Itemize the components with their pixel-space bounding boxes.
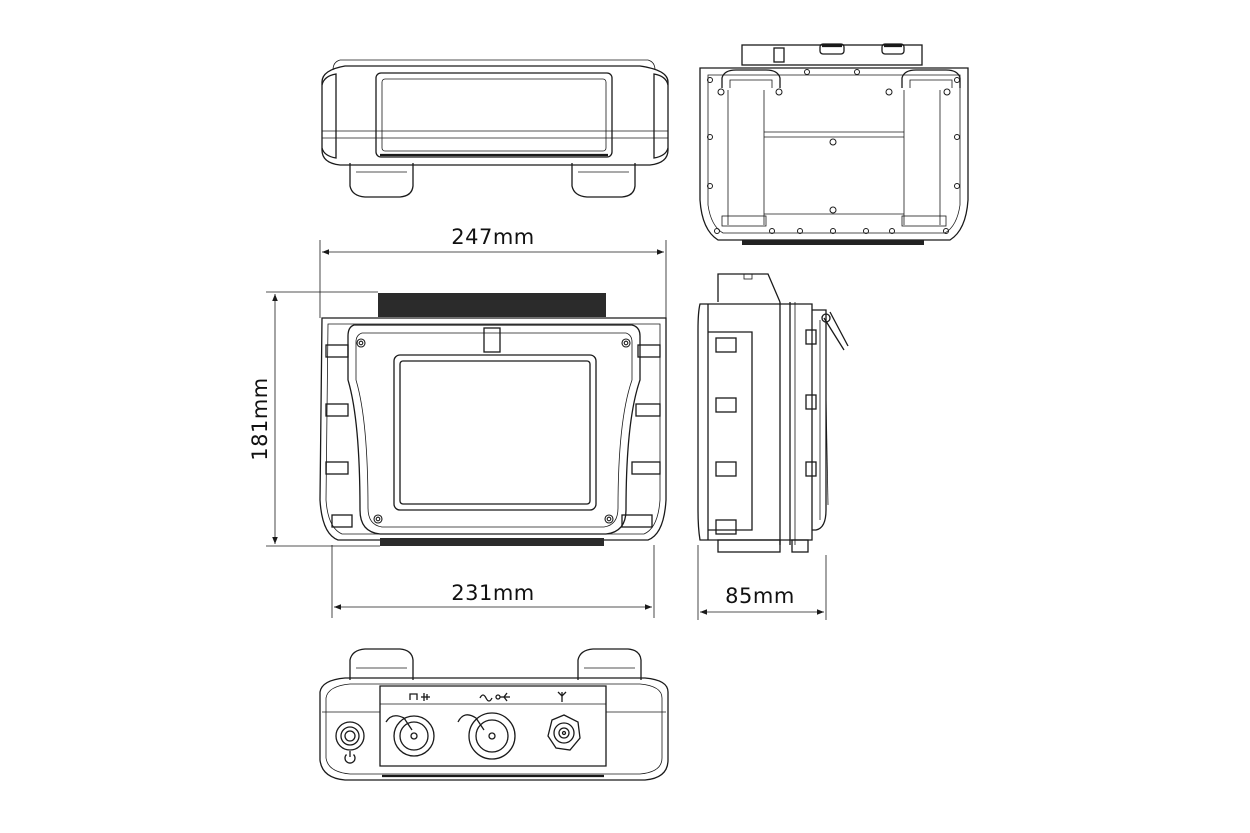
front-view <box>319 293 667 546</box>
probe-connector <box>385 715 435 757</box>
dimension-height: 181mm <box>248 291 380 547</box>
dimension-label-181: 181mm <box>248 377 272 461</box>
dimension-width-outer: 247mm <box>319 225 667 318</box>
antenna-connector-icon <box>557 691 567 702</box>
dimension-label-85: 85mm <box>725 584 795 608</box>
side-view <box>697 273 849 553</box>
power-icon <box>344 751 356 764</box>
bottom-view <box>319 648 669 781</box>
ac-usb-connector-icon <box>479 692 510 702</box>
dimension-depth: 85mm <box>697 545 827 620</box>
side-grip-slots <box>325 344 661 528</box>
top-view <box>321 59 669 198</box>
ac-usb-connector <box>457 712 516 760</box>
back-view <box>699 43 969 245</box>
dimension-label-247: 247mm <box>451 225 535 249</box>
dimension-label-231: 231mm <box>451 581 535 605</box>
probe-connector-icon <box>409 693 430 701</box>
power-button <box>335 721 365 764</box>
antenna-connector <box>547 714 581 751</box>
dimension-width-inner: 231mm <box>331 545 655 618</box>
